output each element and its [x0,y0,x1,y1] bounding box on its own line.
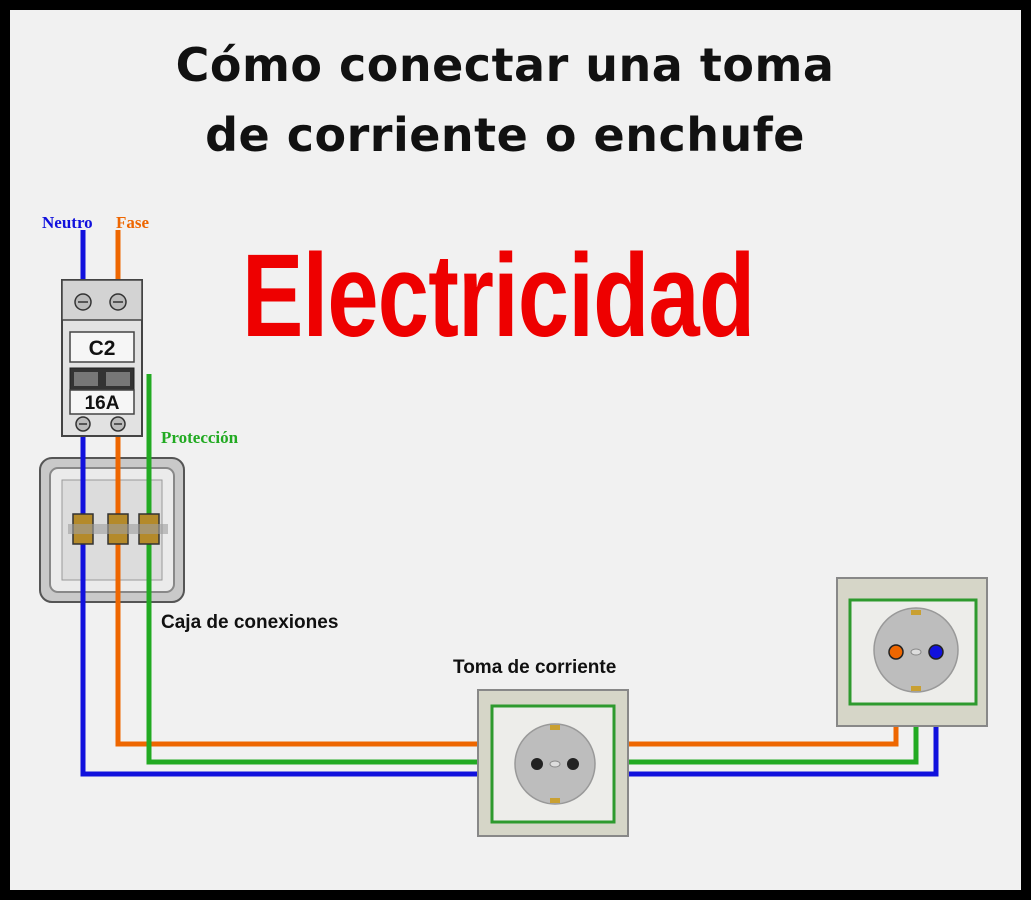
label-fase: Fase [116,213,150,232]
label-neutro: Neutro [42,213,93,232]
brand-title: Electricidad [242,230,755,362]
socket-back [836,577,988,727]
title-line-1: Cómo conectar una toma [175,38,835,92]
title-line-2: de corriente o enchufe [205,108,805,162]
wiring-diagram: C2 16A [39,230,988,837]
box-connectors [68,513,168,545]
circuit-breaker: C2 16A [61,279,143,437]
breaker-rating: 16A [85,393,120,414]
socket-front [477,689,629,837]
wires [80,230,939,777]
label-proteccion: Protección [161,428,239,447]
label-caja-conexiones: Caja de conexiones [161,612,339,633]
diagram-canvas: Cómo conectar una toma de corriente o en… [10,10,1021,890]
breaker-type: C2 [89,337,116,360]
label-toma-corriente: Toma de corriente [453,657,617,678]
